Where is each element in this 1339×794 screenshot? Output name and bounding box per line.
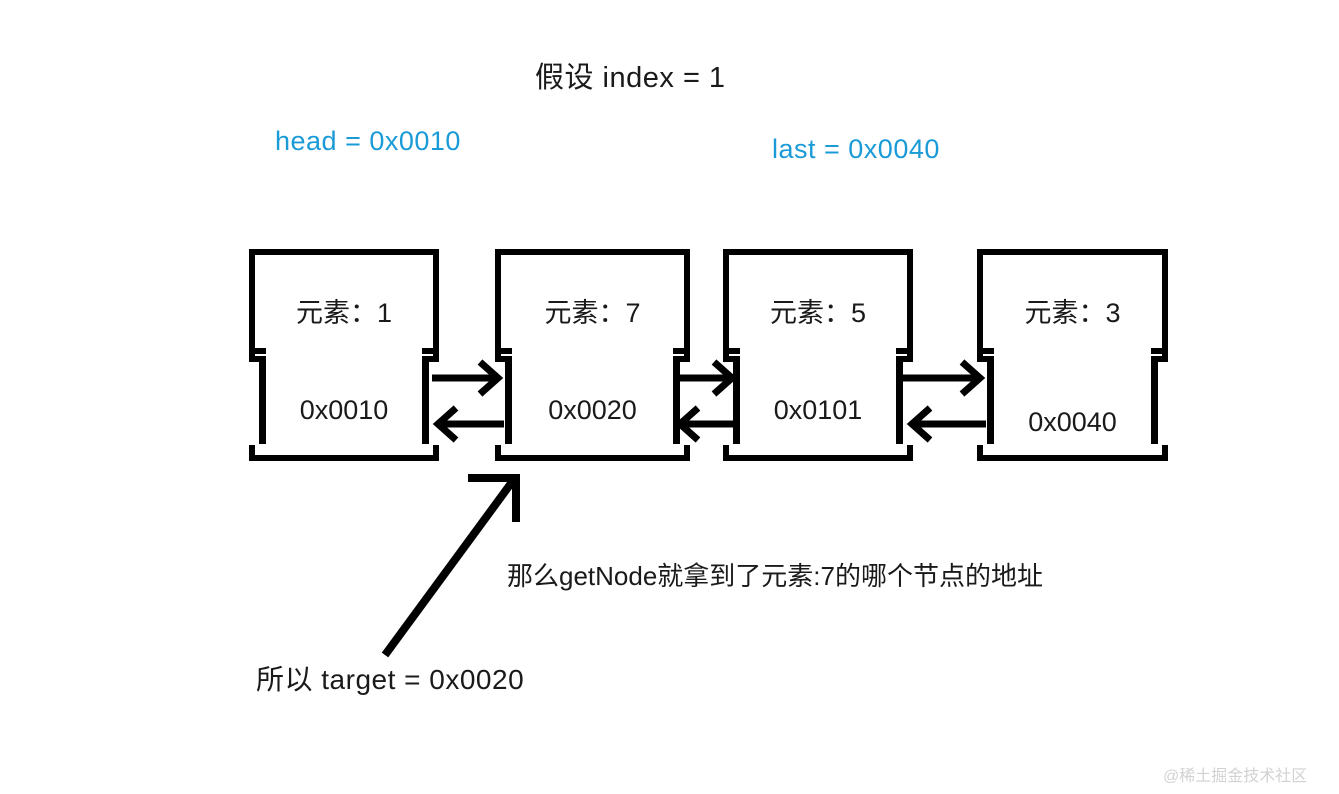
node-next-pointer-slot xyxy=(673,362,680,444)
node-next-pointer-slot xyxy=(422,362,429,444)
getnode-note-text: 那么getNode就拿到了元素:7的哪个节点的地址 xyxy=(507,561,1043,591)
node-element-value: 元素：3 xyxy=(1024,298,1121,328)
notch-cap xyxy=(495,348,512,354)
node-prev-notch xyxy=(976,361,984,445)
target-result-text: 所以 target = 0x0020 xyxy=(256,664,525,695)
node-frame xyxy=(977,249,1168,461)
notch-cap xyxy=(249,356,266,362)
notch-cap xyxy=(977,348,994,354)
node-next-pointer-slot xyxy=(1151,362,1158,444)
notch-cap xyxy=(896,356,913,362)
node-next-notch xyxy=(683,361,691,445)
linked-list-node[interactable]: 元素：3 0x0040 xyxy=(976,249,1169,461)
notch-cap xyxy=(422,356,439,362)
linked-list-node[interactable]: 元素：5 0x0101 xyxy=(722,249,914,461)
node-frame xyxy=(723,249,913,461)
page-title: 假设 index = 1 xyxy=(535,62,726,94)
node-address-value: 0x0040 xyxy=(1028,407,1117,437)
notch-cap xyxy=(896,348,913,354)
notch-cap xyxy=(723,348,740,354)
notch-cap xyxy=(673,356,690,362)
notch-cap xyxy=(673,348,690,354)
node-address-value: 0x0020 xyxy=(548,395,637,425)
notch-cap xyxy=(977,356,994,362)
notch-cap xyxy=(723,356,740,362)
node-frame xyxy=(249,249,439,461)
last-pointer-label: last = 0x0040 xyxy=(772,134,940,164)
node-element-value: 元素：1 xyxy=(295,298,393,328)
node-link-connector xyxy=(902,249,986,461)
watermark: @稀土掘金技术社区 xyxy=(1163,768,1308,785)
node-element-value: 元素：7 xyxy=(544,298,641,328)
node-prev-pointer-slot xyxy=(987,362,994,444)
node-prev-pointer-slot xyxy=(505,362,512,444)
node-element-value: 元素：5 xyxy=(769,298,867,328)
target-pointer-arrow xyxy=(360,460,530,665)
notch-cap xyxy=(249,348,266,354)
linked-list-node[interactable]: 元素：7 0x0020 xyxy=(494,249,691,461)
notch-cap xyxy=(422,348,439,354)
node-next-pointer-slot xyxy=(896,362,903,444)
head-pointer-label: head = 0x0010 xyxy=(275,126,461,156)
node-next-notch xyxy=(1161,361,1169,445)
node-frame xyxy=(495,249,690,461)
node-prev-notch xyxy=(494,361,502,445)
notch-cap xyxy=(495,356,512,362)
linked-list-node[interactable]: 元素：1 0x0010 xyxy=(248,249,440,461)
node-address-value: 0x0101 xyxy=(773,395,863,425)
node-prev-pointer-slot xyxy=(733,362,740,444)
notch-cap xyxy=(1151,348,1168,354)
notch-cap xyxy=(1151,356,1168,362)
node-next-notch xyxy=(432,361,440,445)
node-prev-notch xyxy=(722,361,730,445)
node-prev-pointer-slot xyxy=(259,362,266,444)
node-prev-notch xyxy=(248,361,256,445)
node-next-notch xyxy=(906,361,914,445)
node-link-connector xyxy=(432,249,504,461)
node-address-value: 0x0010 xyxy=(299,395,389,425)
node-link-connector xyxy=(676,249,736,461)
